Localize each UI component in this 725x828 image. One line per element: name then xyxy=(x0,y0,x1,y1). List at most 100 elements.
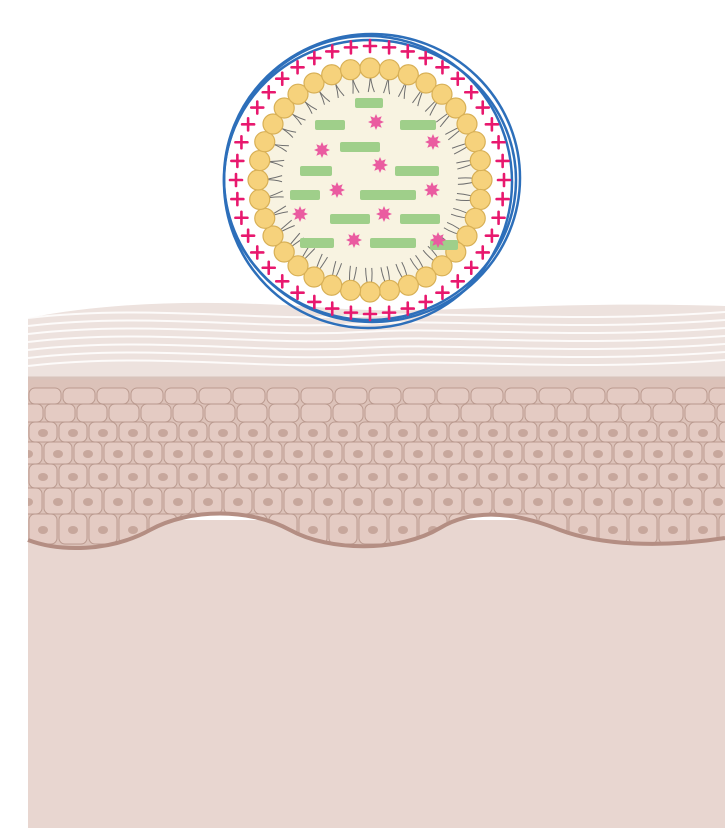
active-bar xyxy=(360,190,416,200)
cell-nucleus xyxy=(638,526,648,534)
cell-nucleus xyxy=(668,473,678,481)
lipid-head xyxy=(255,208,275,228)
epidermal-cell xyxy=(333,404,363,422)
cell-nucleus xyxy=(278,473,288,481)
active-bar xyxy=(370,238,416,248)
cell-nucleus xyxy=(548,473,558,481)
cell-nucleus xyxy=(278,429,288,437)
epidermal-cell xyxy=(719,464,725,488)
lipid-head xyxy=(379,60,399,80)
cell-nucleus xyxy=(53,450,63,458)
cell-nucleus xyxy=(98,526,108,534)
cell-nucleus xyxy=(488,473,498,481)
cell-nucleus xyxy=(98,473,108,481)
active-star xyxy=(424,182,440,198)
cell-nucleus xyxy=(698,473,708,481)
cell-nucleus xyxy=(308,429,318,437)
cell-nucleus xyxy=(338,429,348,437)
epidermal-cell xyxy=(557,404,587,422)
plus-sign-icon xyxy=(251,102,263,114)
plus-sign-icon xyxy=(477,102,489,114)
cell-nucleus xyxy=(593,450,603,458)
plus-sign-icon xyxy=(420,52,432,64)
cell-nucleus xyxy=(38,429,48,437)
plus-sign-icon xyxy=(497,193,509,205)
cell-nucleus xyxy=(113,450,123,458)
cell-nucleus xyxy=(98,429,108,437)
epidermal-cell xyxy=(437,388,469,404)
epidermal-cell xyxy=(539,388,571,404)
plus-sign-icon xyxy=(498,174,510,186)
epidermal-cell xyxy=(267,388,299,404)
active-bar xyxy=(355,98,383,108)
cell-nucleus xyxy=(158,473,168,481)
cell-nucleus xyxy=(533,450,543,458)
epidermal-cell xyxy=(719,422,725,442)
plus-sign-icon xyxy=(276,275,288,287)
cell-nucleus xyxy=(458,473,468,481)
plus-sign-icon xyxy=(242,230,254,242)
cell-nucleus xyxy=(38,526,48,534)
cell-nucleus xyxy=(128,429,138,437)
active-star xyxy=(430,232,446,248)
cell-nucleus xyxy=(248,429,258,437)
plus-sign-icon xyxy=(486,118,498,130)
epidermal-cell xyxy=(493,404,523,422)
dermis-layer xyxy=(28,520,725,828)
cell-nucleus xyxy=(173,498,183,506)
epidermal-cell xyxy=(461,404,491,422)
plus-sign-icon xyxy=(276,73,288,85)
epidermal-cell xyxy=(173,404,203,422)
plus-sign-icon xyxy=(436,287,448,299)
cell-nucleus xyxy=(323,450,333,458)
cell-nucleus xyxy=(368,473,378,481)
cell-nucleus xyxy=(143,450,153,458)
lipid-head xyxy=(416,267,436,287)
cell-nucleus xyxy=(383,450,393,458)
cell-nucleus xyxy=(668,526,678,534)
lipid-head xyxy=(341,280,361,300)
cell-nucleus xyxy=(188,473,198,481)
plus-sign-icon xyxy=(497,155,509,167)
epidermal-cell xyxy=(77,404,107,422)
lipid-head xyxy=(304,73,324,93)
plus-sign-icon xyxy=(251,246,263,258)
cell-nucleus xyxy=(563,498,573,506)
active-star xyxy=(368,114,384,130)
cell-nucleus xyxy=(143,498,153,506)
epidermal-cell xyxy=(13,404,43,422)
plus-sign-icon xyxy=(420,296,432,308)
cell-nucleus xyxy=(83,498,93,506)
active-bar xyxy=(315,120,345,130)
epidermal-cell xyxy=(709,388,725,404)
plus-sign-icon xyxy=(231,155,243,167)
cell-nucleus xyxy=(533,498,543,506)
cell-nucleus xyxy=(608,429,618,437)
lipid-head xyxy=(470,151,490,171)
lipid-head xyxy=(250,189,270,209)
active-bar xyxy=(400,120,436,130)
cell-nucleus xyxy=(638,429,648,437)
cell-nucleus xyxy=(203,498,213,506)
lipid-head xyxy=(248,170,268,190)
lipid-head xyxy=(379,280,399,300)
lipid-head xyxy=(457,114,477,134)
cell-nucleus xyxy=(623,450,633,458)
cell-nucleus xyxy=(683,450,693,458)
lipid-head xyxy=(465,208,485,228)
epidermal-cell xyxy=(301,388,333,404)
epidermal-cell xyxy=(237,404,267,422)
epidermal-cell xyxy=(471,388,503,404)
cell-nucleus xyxy=(338,526,348,534)
active-bar xyxy=(300,238,334,248)
epidermal-cell xyxy=(369,388,401,404)
plus-sign-icon xyxy=(345,41,357,53)
cell-nucleus xyxy=(518,429,528,437)
cell-nucleus xyxy=(563,450,573,458)
epidermal-cell xyxy=(141,404,171,422)
lipid-head xyxy=(360,282,380,302)
cell-nucleus xyxy=(158,429,168,437)
active-star xyxy=(346,232,362,248)
cell-nucleus xyxy=(23,450,33,458)
epidermal-cell xyxy=(233,388,265,404)
